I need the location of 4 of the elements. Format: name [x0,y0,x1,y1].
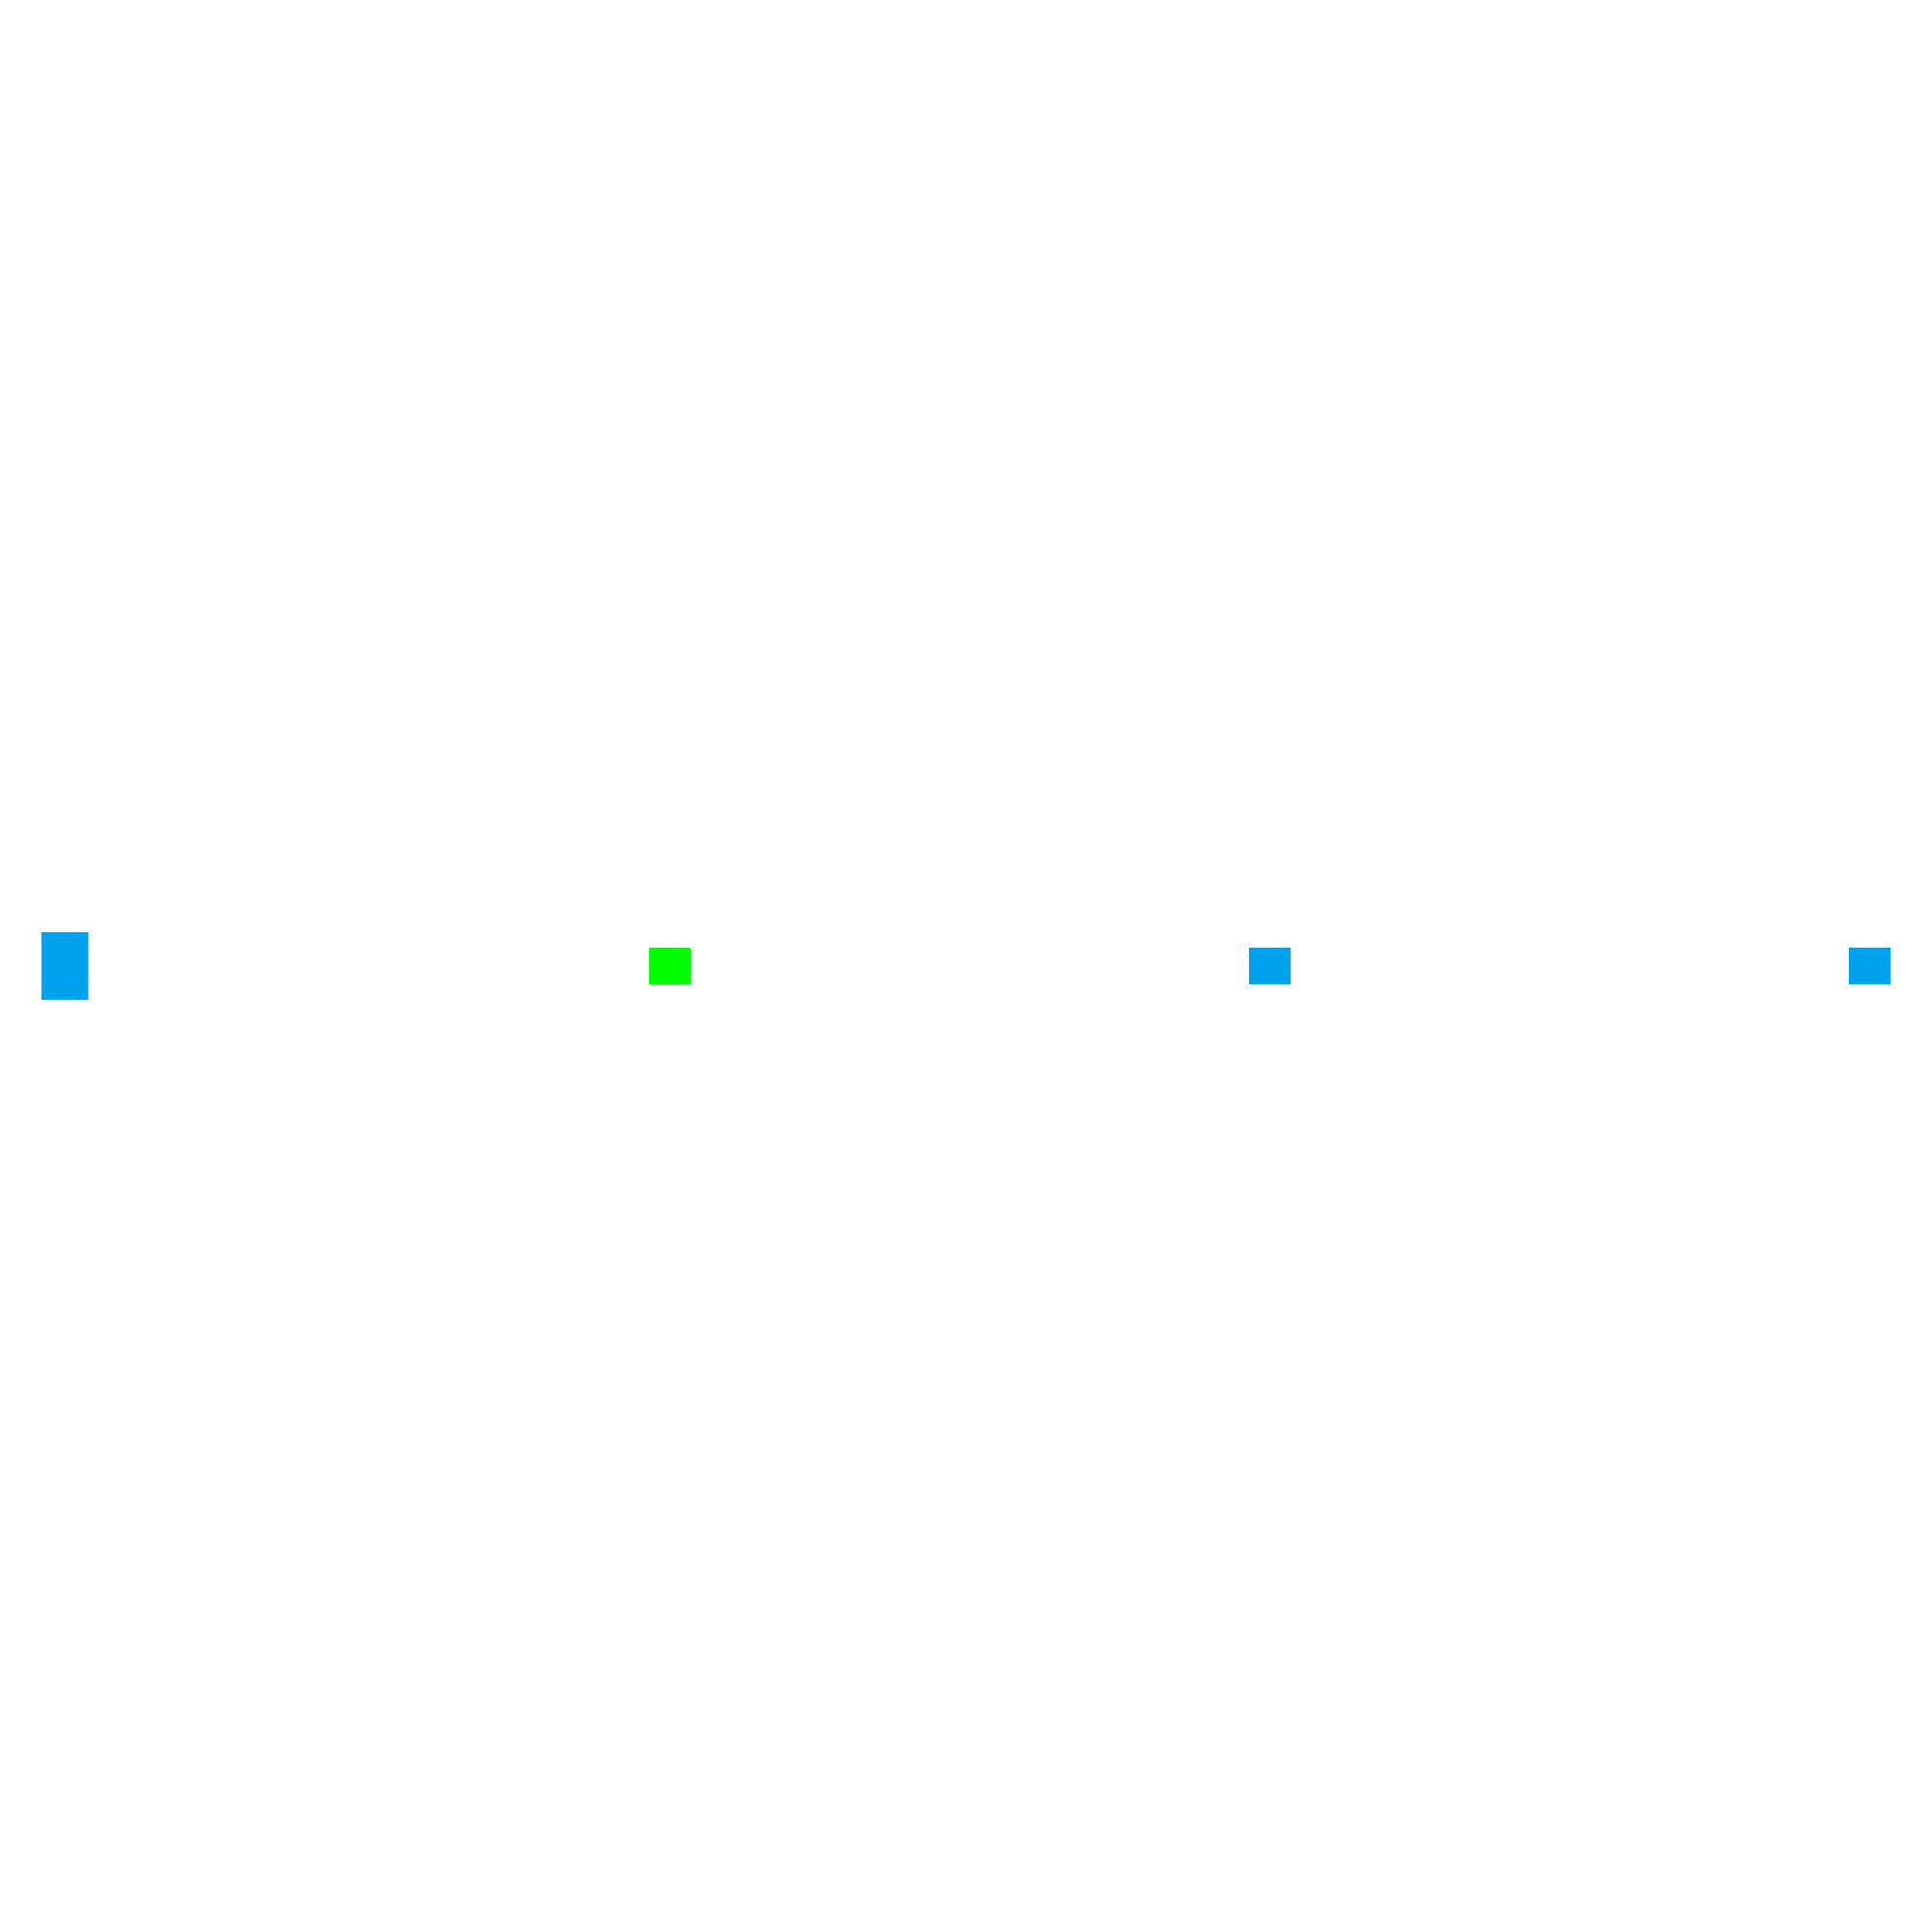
node-box [1848,948,1891,984]
node-box [1248,948,1292,984]
node-box [648,948,692,984]
node-box [41,931,89,1001]
